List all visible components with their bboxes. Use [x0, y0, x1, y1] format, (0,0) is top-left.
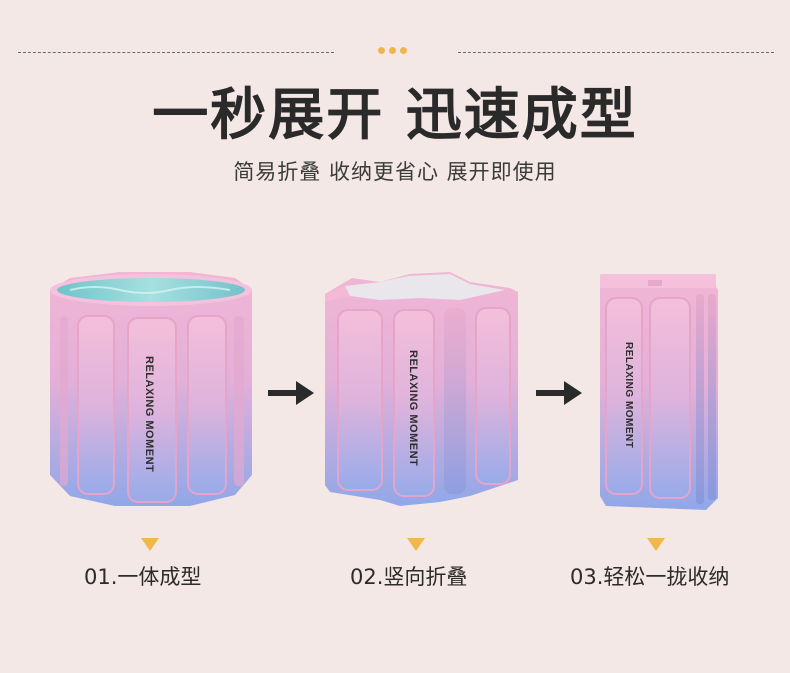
tub-folding-brand: RELAXING MOMENT	[407, 350, 419, 466]
step-label-3: 03.轻松一拢收纳	[570, 565, 730, 589]
tub-folded-brand: RELAXING MOMENT	[623, 342, 634, 448]
triangle-down-icon	[647, 538, 665, 551]
page-subtitle: 简易折叠 收纳更省心 展开即使用	[233, 160, 557, 184]
step-label-2: 02.竖向折叠	[350, 565, 468, 589]
triangle-down-icon	[141, 538, 159, 551]
arrow-right-icon	[536, 381, 582, 405]
page-title: 一秒展开 迅速成型	[152, 83, 638, 148]
arrow-right-icon	[268, 381, 314, 405]
triangle-down-icon	[407, 538, 425, 551]
header-dots-icon	[378, 47, 412, 57]
tub-expanded: RELAXING MOMENT	[50, 272, 252, 506]
header-divider-right	[458, 52, 774, 53]
header-divider-left	[18, 52, 334, 53]
step-label-1: 01.一体成型	[84, 565, 202, 589]
product-illustration: RELAXING MOMENT RELAXING MOMENT	[50, 272, 718, 510]
tub-folded: RELAXING MOMENT	[600, 274, 718, 510]
tub-folding: RELAXING MOMENT	[325, 272, 518, 506]
tub-expanded-brand: RELAXING MOMENT	[143, 356, 155, 472]
